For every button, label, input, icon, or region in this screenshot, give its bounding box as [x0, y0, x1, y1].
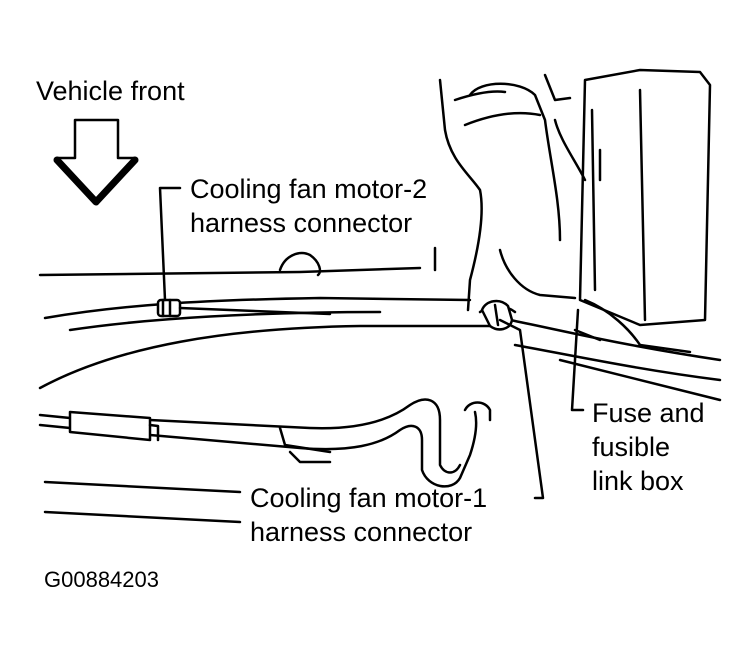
motor1-label-line1: Cooling fan motor-1	[250, 483, 488, 513]
fuse-link-box	[543, 68, 712, 354]
lower-lines-right	[508, 318, 722, 402]
vehicle-front-label: Vehicle front	[36, 76, 185, 106]
fuse-box-label: Fuse and fusible link box	[592, 396, 705, 498]
motor2-connector-label: Cooling fan motor-2 harness connector	[190, 172, 427, 240]
frame-lines	[43, 480, 242, 524]
down-arrow-icon	[53, 118, 139, 206]
air-duct	[438, 78, 577, 314]
leader-lines	[158, 186, 585, 500]
coolant-pipe	[38, 398, 492, 488]
motor2-connector	[156, 298, 332, 318]
motor1-label-line2: harness connector	[250, 517, 473, 547]
fuse-label-line1: Fuse and	[592, 398, 705, 428]
motor1-connector-label: Cooling fan motor-1 harness connector	[250, 481, 487, 549]
motor2-label-line1: Cooling fan motor-2	[190, 174, 428, 204]
motor2-label-line2: harness connector	[190, 208, 413, 238]
fuse-label-line3: link box	[592, 466, 684, 496]
radiator-support	[38, 251, 502, 390]
fuse-label-line2: fusible	[592, 432, 671, 462]
figure-id: G00884203	[44, 567, 159, 592]
